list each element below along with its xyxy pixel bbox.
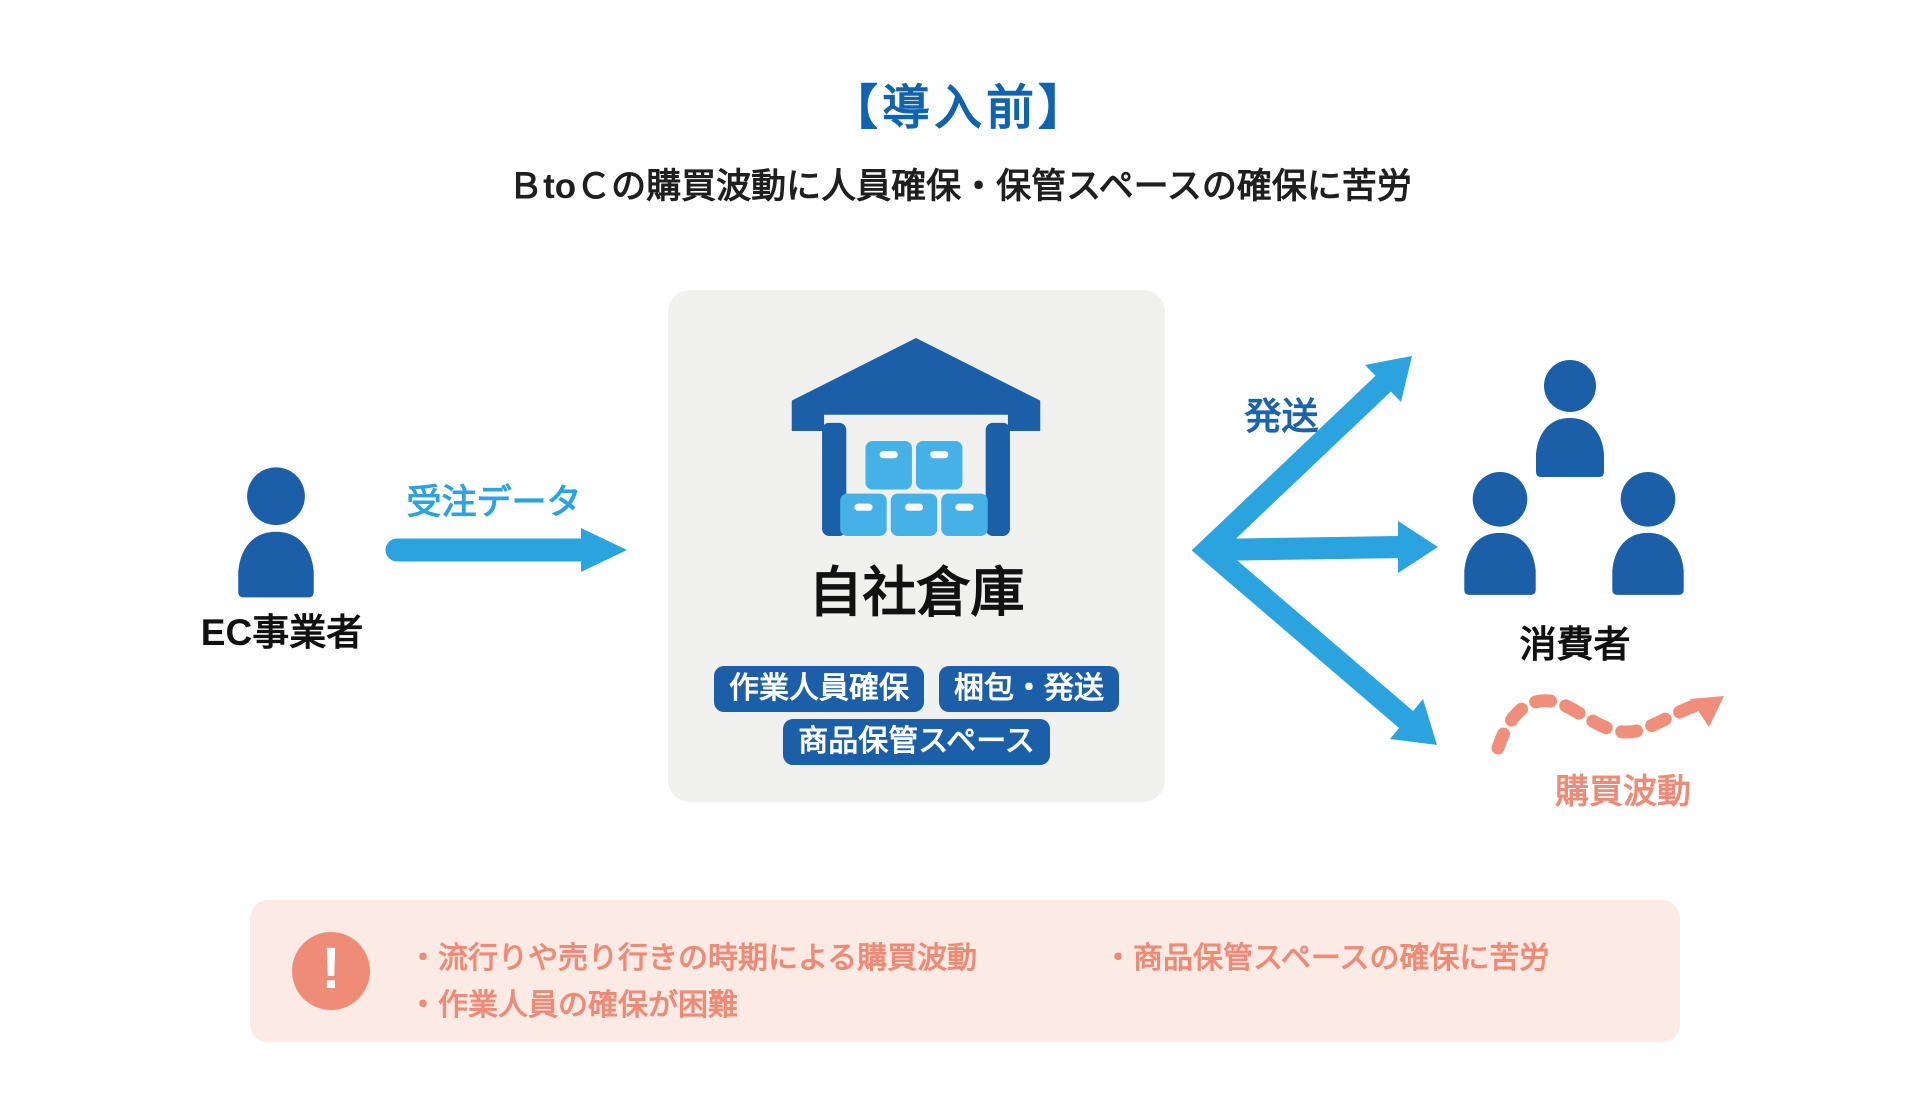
ec-operator-label: EC事業者 <box>200 612 364 653</box>
page-title: 【導入前】 <box>829 82 1090 135</box>
exclamation-icon: ! <box>292 932 370 1010</box>
purchase-wave-label: 購買波動 <box>1555 773 1691 811</box>
warehouse-icon <box>791 338 1041 536</box>
order-data-arrow-icon <box>385 528 627 572</box>
issue-purchase-fluctuation: ・流行りや売り行きの時期による購買波動 <box>408 942 978 975</box>
issues-box: ! ・流行りや売り行きの時期による購買波動 ・作業人員の確保が困難 ・商品保管ス… <box>250 900 1680 1042</box>
issue-storage-space: ・商品保管スペースの確保に苦労 <box>1103 942 1550 975</box>
consumers-label: 消費者 <box>1519 624 1631 665</box>
person-icon <box>1536 360 1604 477</box>
badge-storage-space: 商品保管スペース <box>783 719 1050 765</box>
purchase-wave-arrow-icon <box>1491 694 1724 755</box>
warehouse-panel: 自社倉庫 作業人員確保 梱包・発送 商品保管スペース <box>668 290 1165 802</box>
shipping-arrows-icon <box>1191 356 1438 745</box>
warehouse-badges: 作業人員確保 梱包・発送 商品保管スペース <box>668 666 1165 765</box>
warehouse-label: 自社倉庫 <box>808 563 1025 623</box>
person-icon <box>1464 472 1536 595</box>
person-icon <box>1612 472 1684 595</box>
order-data-label: 受注データ <box>406 483 582 522</box>
person-icon <box>238 467 314 598</box>
page-subtitle: ＢtoＣの購買波動に人員確保・保管スペースの確保に苦労 <box>508 167 1412 206</box>
badge-staffing: 作業人員確保 <box>714 666 924 712</box>
badge-packing-shipping: 梱包・発送 <box>939 666 1119 712</box>
issue-staffing-difficulty: ・作業人員の確保が困難 <box>408 989 738 1022</box>
shipping-label: 発送 <box>1244 396 1319 437</box>
